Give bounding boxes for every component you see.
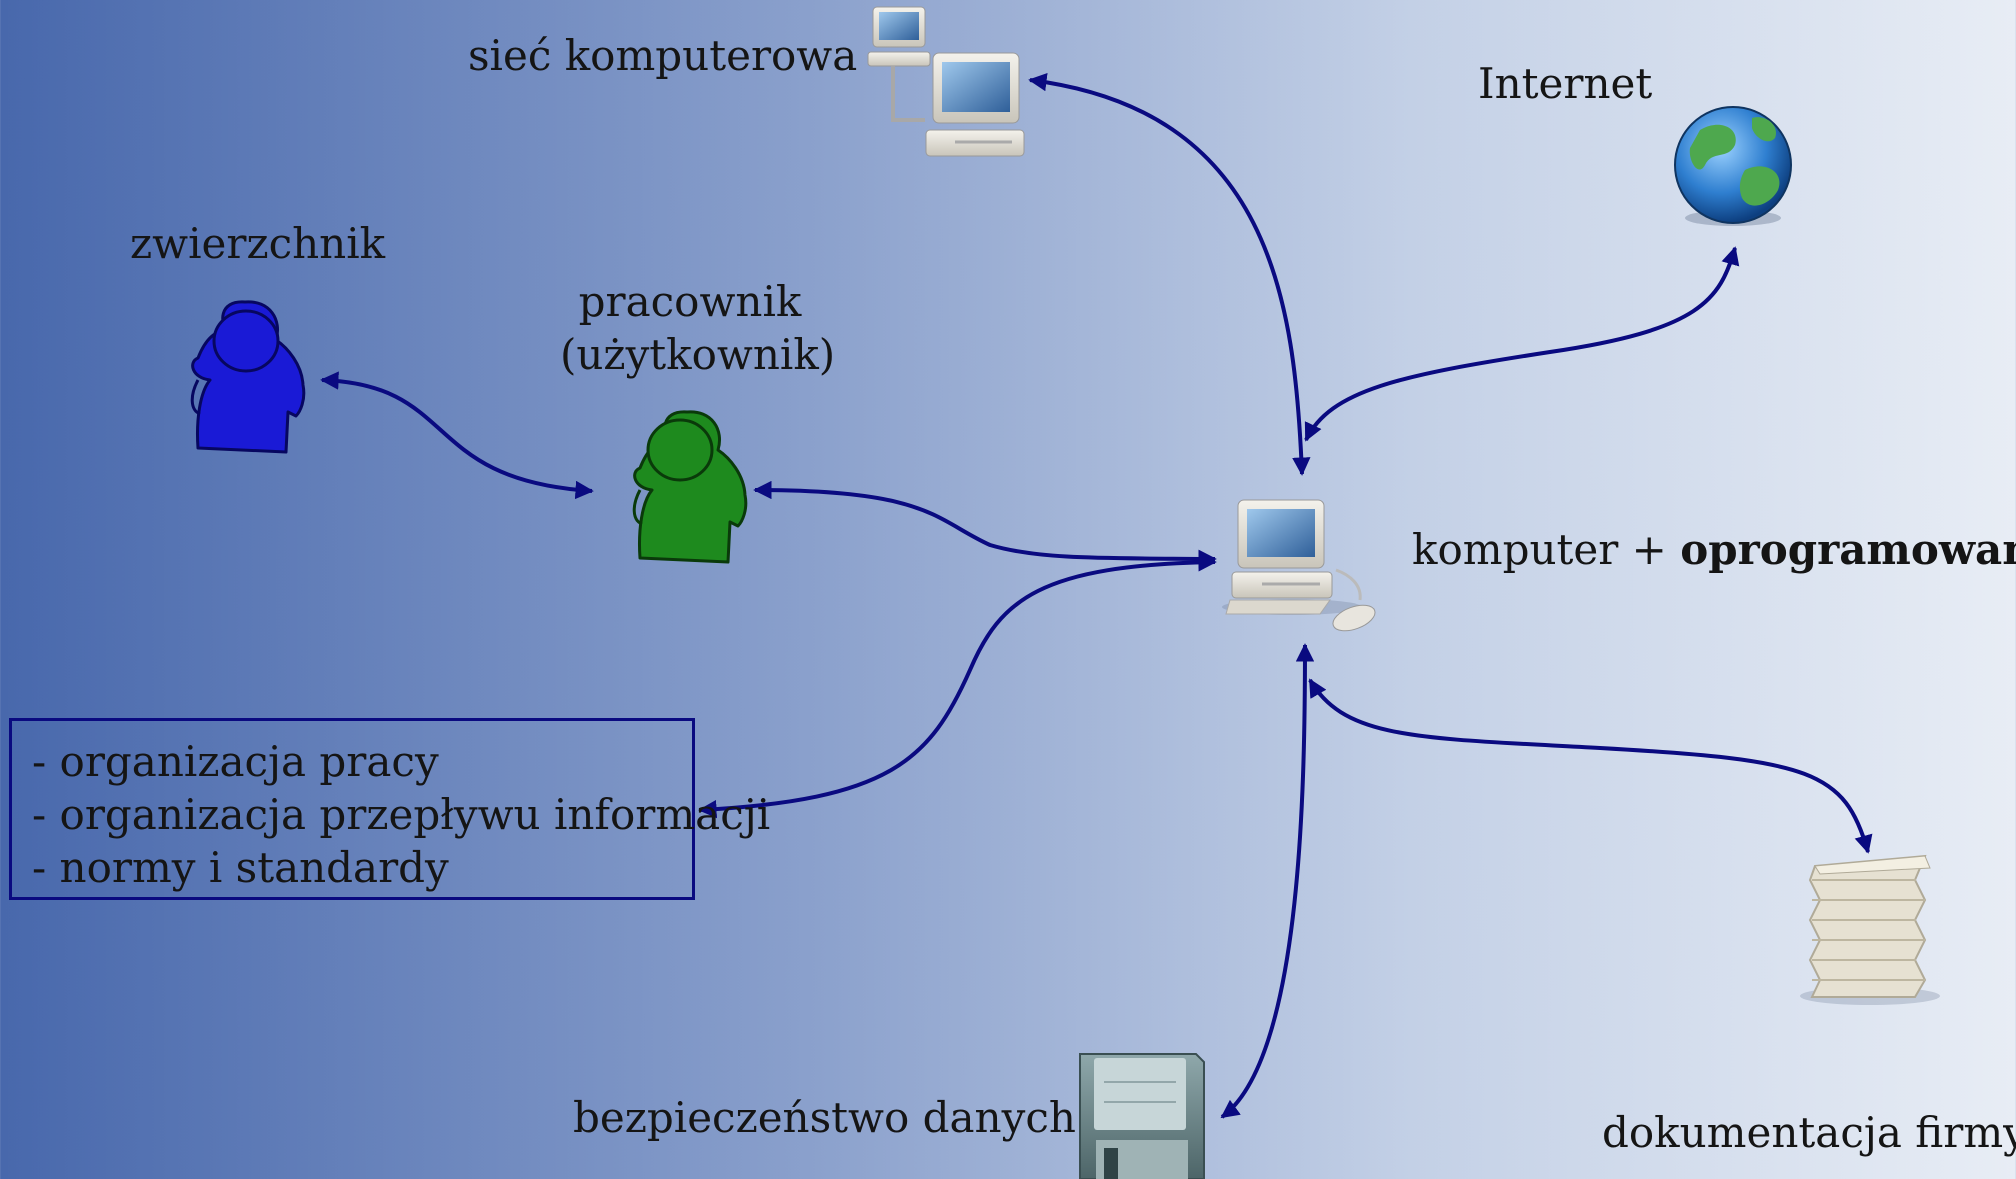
network-computers-icon: [867, 6, 1025, 157]
rules-box: - organizacja pracy - organizacja przepł…: [9, 718, 771, 900]
globe-icon: [1674, 106, 1792, 226]
employee-label-line1: pracownik: [578, 277, 802, 326]
network-label: sieć komputerowa: [468, 31, 858, 80]
green-person-icon: [632, 410, 748, 564]
supervisor-label: zwierzchnik: [130, 219, 386, 268]
arrow-supervisor-employee: [320, 371, 594, 500]
rules-item: - organizacja pracy: [32, 737, 439, 786]
computer-label: komputer + oprogramowanie: [1412, 524, 2016, 577]
arrow-employee-computer: [753, 480, 1217, 569]
computer-label-bold: oprogramowanie: [1680, 525, 2016, 574]
employee-label: pracownik (użytkownik): [560, 276, 836, 381]
connector-arrows: [320, 72, 1873, 1119]
blue-person-icon: [190, 300, 306, 454]
security-label: bezpieczeństwo danych: [573, 1093, 1076, 1142]
arrow-computer-security: [1220, 643, 1315, 1119]
employee-label-line2: (użytkownik): [560, 329, 836, 379]
paper-stack-icon: [1800, 854, 1940, 1005]
arrow-computer-documentation: [1308, 678, 1873, 854]
arrow-computer-network: [1028, 72, 1311, 476]
rules-item: - organizacja przepływu informacji: [32, 790, 771, 839]
computer-label-plain: komputer +: [1412, 525, 1681, 574]
rules-item: - normy i standardy: [32, 843, 449, 892]
internet-label: Internet: [1478, 59, 1653, 108]
arrow-computer-internet: [1304, 246, 1740, 442]
desktop-computer-icon: [1222, 499, 1376, 632]
arrow-computer-rules: [698, 553, 1217, 819]
floppy-disk-icon: [1079, 1053, 1205, 1179]
documentation-label: dokumentacja firmy: [1602, 1108, 2016, 1157]
